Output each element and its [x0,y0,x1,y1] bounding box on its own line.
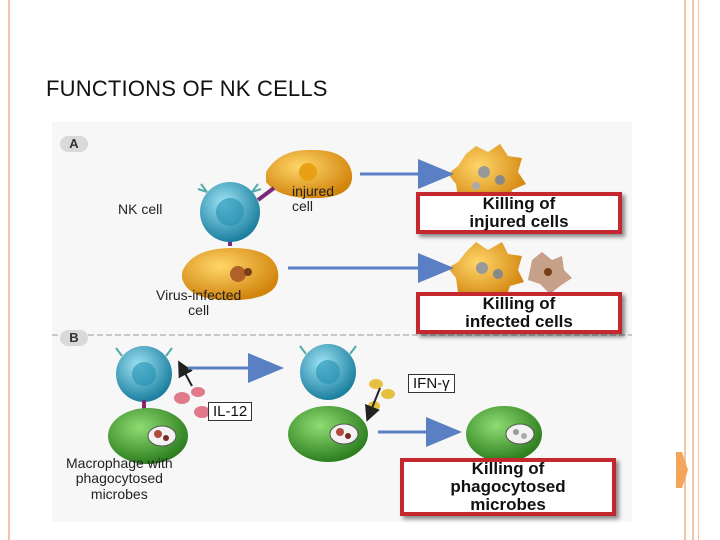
ifn-gamma-molecules [365,379,395,422]
nk-cell-b2 [299,344,357,400]
panel-label-a: A [60,136,88,152]
macrophage-1 [108,408,188,464]
slide-frame-right-line [692,0,694,540]
il12-molecules [174,360,210,418]
slide-title: FUNCTIONS OF NK CELLS [46,76,328,101]
label-injured-cell: injured cell [292,183,335,215]
tag-il12: IL-12 [208,402,253,421]
label-nk-cell: NK cell [118,201,163,217]
macrophage-3 [466,406,542,462]
tag-ifn-gamma: IFN-γ [408,374,455,393]
next-slide-tab-icon[interactable] [676,452,688,488]
box-killing-injured-cells: Killing of injured cells [416,192,622,234]
label-virus-infected-cell: Virus-infected cell [156,287,242,319]
nk-cell-a [197,182,262,246]
box-killing-phagocytosed-microbes: Killing of phagocytosed microbes [400,458,616,516]
virus-infected-cell [182,248,279,301]
slide-frame-right-line-thin [698,0,699,540]
killed-infected-cell [448,242,572,302]
injured-cell-top [256,149,353,202]
macrophage-2 [288,406,368,462]
label-macrophage: Macrophage with phagocytosed microbes [66,455,173,502]
panel-label-b: B [60,330,88,346]
nk-cell-b1 [115,346,173,414]
box-killing-infected-cells: Killing of infected cells [416,292,622,334]
nk-cell-functions-figure: A B NK cell injured cell Virus-infected … [52,122,632,522]
slide-frame-left-border [8,0,686,540]
